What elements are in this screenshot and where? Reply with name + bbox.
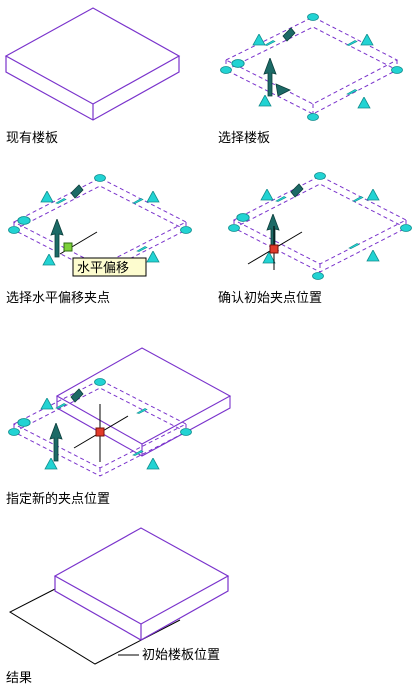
panel-select-slab [220,13,403,121]
panel-confirm-grip [228,172,412,280]
caption-new-grip-position: 指定新的夹点位置 [6,491,110,507]
panel-select-offset-grip [8,174,192,275]
panel-existing-slab [4,7,181,121]
panel-new-grip-position [8,347,232,477]
caption-confirm-grip: 确认初始夹点位置 [218,291,322,306]
selected-grip [63,242,73,252]
caption-existing-slab: 现有楼板 [6,131,58,146]
caption-select-offset-grip: 选择水平偏移夹点 [6,291,110,306]
hot-grip [269,244,279,254]
tooltip-text: 水平偏移 [77,261,129,276]
dragged-grip [95,427,105,437]
panel-result: 初始楼板位置 [8,527,230,665]
callout-initial-slab-position: 初始楼板位置 [142,648,220,663]
caption-result: 结果 [6,671,32,686]
tooltip-horizontal-offset: 水平偏移 [72,257,147,277]
caption-select-slab: 选择楼板 [218,131,270,146]
